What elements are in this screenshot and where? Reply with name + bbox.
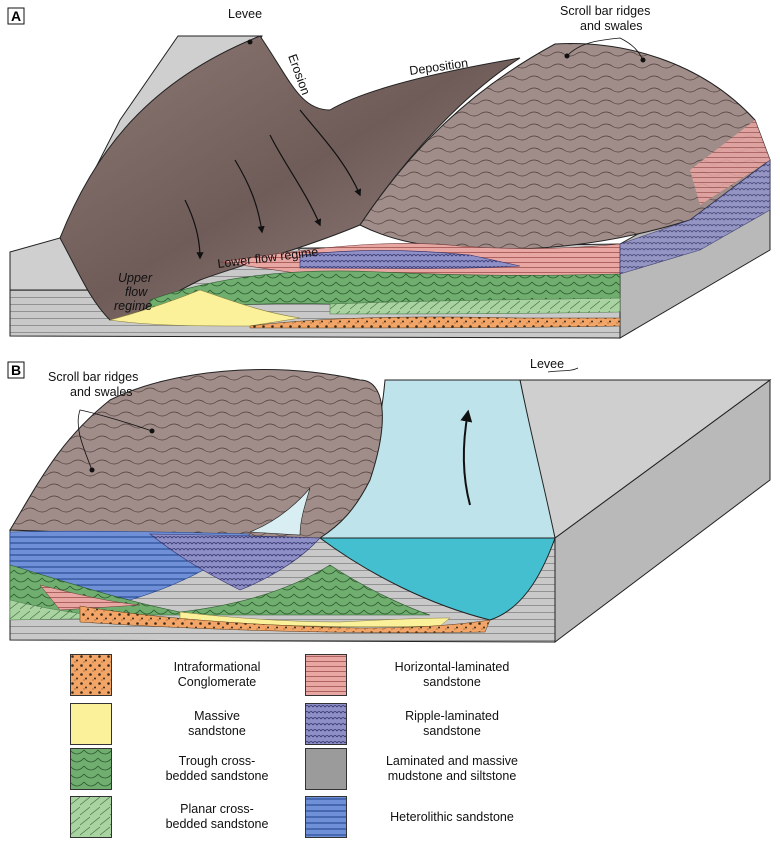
levee-leader-b xyxy=(547,367,579,373)
legend-label: Massive sandstone xyxy=(188,709,246,738)
legend-label: Trough cross- bedded sandstone xyxy=(165,754,269,783)
scroll-bar-label-b-line1: Scroll bar ridges xyxy=(48,370,138,384)
levee-label-b: Levee xyxy=(530,357,564,371)
swatch-massive-sandstone xyxy=(70,703,112,745)
flow-arrow-4 xyxy=(184,199,204,260)
flow-arrow-3 xyxy=(234,159,265,234)
upper-flow-regime-line1: Upper xyxy=(118,271,153,285)
levee-point-a xyxy=(247,39,253,45)
swatch-trough-cross-bedded xyxy=(70,748,112,790)
panel-a-side-horizontal xyxy=(690,120,770,205)
swatch-conglomerate xyxy=(70,654,112,696)
levee-label-a: Levee xyxy=(228,7,262,21)
panel-b-conglomerate xyxy=(79,605,491,633)
legend-item-planar-cross-bedded: Planar cross- bedded sandstone xyxy=(70,796,322,838)
upper-flow-regime-line3: regime xyxy=(114,299,152,313)
flow-arrow-2 xyxy=(269,134,322,227)
scroll-bar-label-a-line2: and swales xyxy=(580,19,643,33)
scroll-bar-label-b-line2: and swales xyxy=(70,385,133,399)
legend-label: Ripple-laminated sandstone xyxy=(405,709,499,738)
flow-arrow-1 xyxy=(299,109,362,197)
scroll-bar-label-a-line1: Scroll bar ridges xyxy=(560,4,650,18)
legend-item-horizontal-laminated: Horizontal-laminated sandstone xyxy=(305,654,557,696)
scroll-leader-a xyxy=(566,37,644,61)
swatch-planar-cross-bedded xyxy=(70,796,112,838)
legend-label: Laminated and massive mudstone and silts… xyxy=(385,754,519,783)
swatch-mudstone xyxy=(305,748,347,790)
legend-label: Heterolithic sandstone xyxy=(390,809,514,824)
channel-surface xyxy=(59,35,521,321)
legend-label: Planar cross- bedded sandstone xyxy=(165,802,269,831)
swatch-horizontal-laminated xyxy=(305,654,347,696)
panel-b-label: B xyxy=(11,362,21,378)
legend-label: Horizontal-laminated sandstone xyxy=(394,660,510,689)
panel-a-ripple-beds xyxy=(299,250,521,269)
legend-item-ripple-laminated: Ripple-laminated sandstone xyxy=(305,703,557,745)
panel-a: A Levee Scroll bar ridges and swales Ero… xyxy=(7,4,771,339)
legend-item-trough-cross-bedded: Trough cross- bedded sandstone xyxy=(70,748,322,790)
panel-a-side-deposits xyxy=(619,159,771,275)
legend-item-heterolithic-sandstone: Heterolithic sandstone xyxy=(305,796,557,838)
panel-b-point-bar-surface xyxy=(9,369,383,539)
upper-flow-regime-line2: flow xyxy=(125,285,148,299)
panel-b-ripple-beds xyxy=(149,533,321,591)
panel-b-horizontal-beds xyxy=(39,584,141,611)
legend-item-massive-sandstone: Massive sandstone xyxy=(70,703,322,745)
panel-a-planar-beds xyxy=(329,297,621,315)
panel-a-label: A xyxy=(11,8,21,24)
flow-arrow-b xyxy=(460,409,473,506)
swatch-heterolithic xyxy=(305,796,347,838)
legend-item-intraformational-conglomerate: Intraformational Conglomerate xyxy=(70,654,322,696)
legend-label: Intraformational Conglomerate xyxy=(173,660,261,689)
legend-item-mudstone-siltstone: Laminated and massive mudstone and silts… xyxy=(305,748,557,790)
panel-b: B Scroll bar ridges and swales Levee xyxy=(7,357,772,644)
panel-a-massive-sandstone xyxy=(109,289,301,327)
water-inner-sliver xyxy=(249,487,311,536)
scroll-leader-b xyxy=(77,409,153,471)
panel-a-conglomerate xyxy=(249,316,621,329)
swatch-ripple-laminated xyxy=(305,703,347,745)
